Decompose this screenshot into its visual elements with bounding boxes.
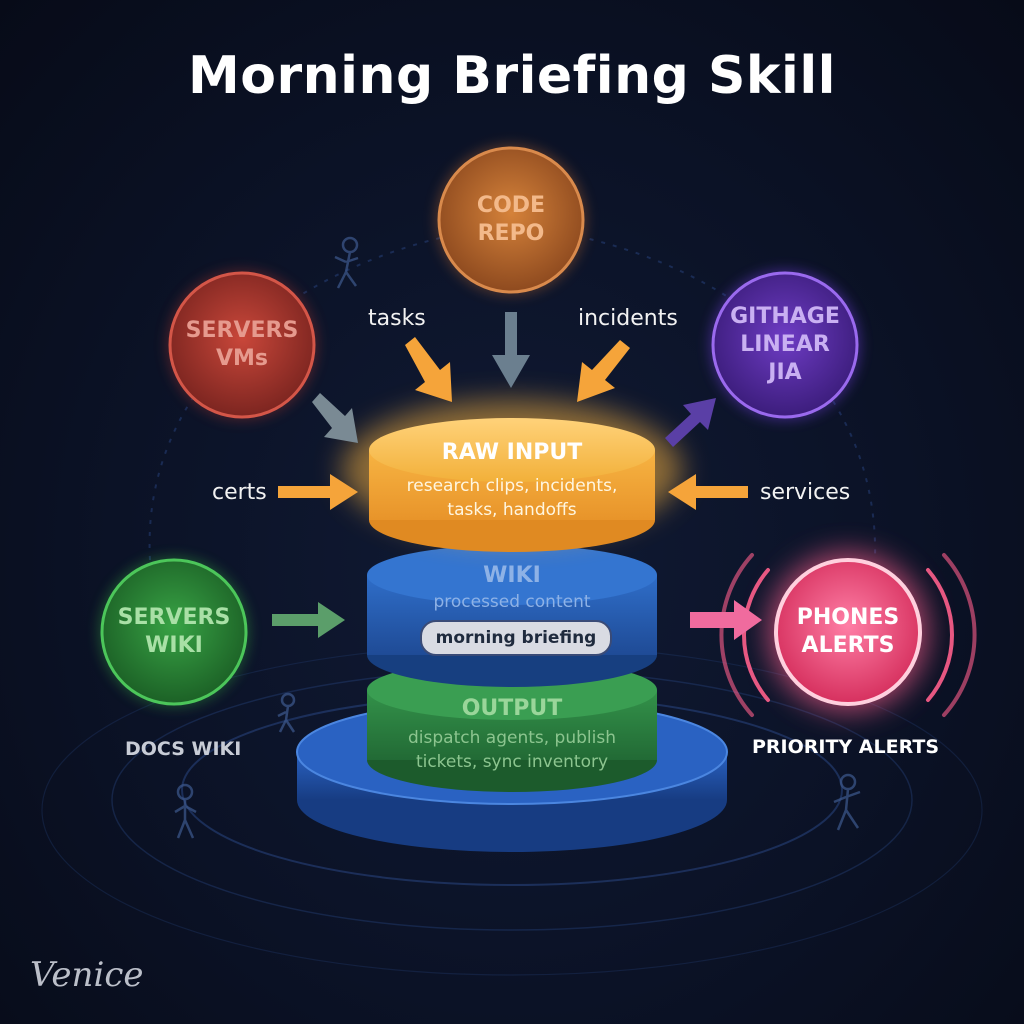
arrow-wiki-to-tier [272,602,345,638]
servers-wiki-circle [100,558,248,706]
code-repo-line1: CODE [476,193,546,218]
docs-wiki-caption: DOCS WIKI [125,738,242,760]
morning-briefing-badge: morning briefing [420,620,612,656]
phones-alerts-line1: PHONES [796,605,900,630]
wiki-line1: processed content [433,592,591,612]
phones-alerts-node: PHONES ALERTS [776,560,920,704]
arrow-incidents-to-input [577,340,630,402]
code-repo-line2: REPO [477,221,545,246]
arrow-code-to-input [492,312,530,388]
wiki-title: WIKI [483,563,541,588]
servers-vms-line1: SERVERS [185,318,299,343]
servers-wiki-node: SERVERS WIKI [102,560,246,704]
output-line1: dispatch agents, publish [408,728,616,748]
arrow-tier-to-phones [690,600,762,640]
githage-line1: GITHAGE [730,304,840,329]
incidents-label: incidents [578,306,678,331]
raw-input-line1: research clips, incidents, [406,476,618,496]
servers-vms-node: SERVERS VMs [170,273,314,417]
servers-wiki-line2: WIKI [145,633,203,658]
arrow-servers-to-input [312,393,358,443]
arrow-services-to-input [668,474,748,510]
raw-input-title: RAW INPUT [441,440,583,465]
arrow-tasks-to-input [405,337,452,402]
page-title: Morning Briefing Skill [188,46,836,106]
tasks-label: tasks [368,306,426,331]
watermark-logo: Venice [30,955,144,995]
code-repo-circle [437,146,585,294]
priority-alerts-caption: PRIORITY ALERTS [752,736,940,758]
certs-label: certs [212,480,267,505]
figure-icon [174,236,861,839]
servers-vms-circle [168,271,316,419]
servers-vms-line2: VMs [215,346,268,371]
services-label: services [760,480,851,505]
alert-ripple-icon [719,553,977,717]
output-line2: tickets, sync inventory [415,752,609,772]
raw-input-line2: tasks, handoffs [447,500,577,520]
phones-alerts-line2: ALERTS [801,633,895,658]
githage-line2: LINEAR [740,332,830,357]
arrow-certs-to-input [278,474,358,510]
output-title: OUTPUT [461,696,563,721]
code-repo-node: CODE REPO [439,148,583,292]
githage-circle [711,271,859,419]
arrow-input-to-githage [665,398,716,447]
githage-line3: JIA [768,360,802,385]
phones-alerts-circle [774,558,922,706]
githage-node: GITHAGE LINEAR JIA [713,273,857,417]
raw-input-tier-shape [342,400,682,552]
servers-wiki-line1: SERVERS [117,605,231,630]
